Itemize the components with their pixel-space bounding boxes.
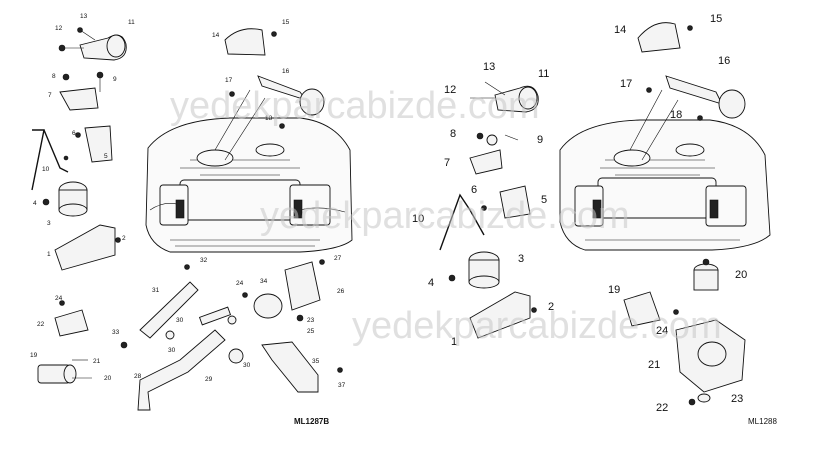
callout-15: 15 (282, 19, 290, 26)
callout-24b: 24 (236, 280, 244, 287)
callout-29: 29 (205, 376, 213, 383)
callout-r16: 16 (718, 55, 730, 67)
callout-2: 2 (122, 235, 126, 242)
callout-25: 25 (307, 328, 315, 335)
right-callout-labels: 13 11 12 8 9 7 6 5 10 3 4 2 1 14 15 16 1… (412, 13, 747, 414)
callout-21: 21 (93, 358, 101, 365)
left-part-14-bracket (214, 28, 325, 161)
callout-7: 7 (48, 92, 52, 99)
callout-12: 12 (55, 25, 63, 32)
callout-r17: 17 (620, 78, 632, 90)
right-part-14-bracket (629, 22, 746, 161)
callout-r1: 1 (451, 336, 457, 348)
left-part-19-mount (37, 359, 92, 384)
left-part-22-mount (54, 300, 89, 337)
callout-20: 20 (104, 375, 112, 382)
callout-r22: 22 (656, 402, 668, 414)
watermark-text: yedekparcabizde.com (352, 305, 722, 347)
callout-r9: 9 (537, 134, 543, 146)
left-part-7-bracket (59, 71, 104, 111)
callout-33: 32 (200, 257, 208, 264)
callout-23: 23 (307, 317, 315, 324)
right-part-1-bracket (469, 291, 537, 339)
callout-32: 31 (152, 287, 160, 294)
right-part-7-bracket (469, 132, 519, 175)
left-callout-labels: 13 12 11 8 9 7 6 5 10 4 3 2 1 24 22 19 2… (30, 13, 346, 389)
callout-r23: 23 (731, 393, 743, 405)
callout-r18: 18 (670, 109, 682, 121)
callout-36: 35 (312, 358, 320, 365)
callout-r12: 12 (444, 84, 456, 96)
callout-r13: 13 (483, 61, 495, 73)
callout-13: 13 (80, 13, 88, 20)
right-diagram: 13 11 12 8 9 7 6 5 10 3 4 2 1 14 15 16 1… (412, 13, 777, 426)
callout-r15: 15 (710, 13, 722, 25)
watermark-text: yedekparcabizde.com (170, 85, 540, 127)
left-part-26-mount (242, 259, 325, 319)
callout-3: 3 (47, 220, 51, 227)
callout-34: 33 (112, 329, 120, 336)
callout-24: 24 (55, 295, 63, 302)
right-part-21-mount (675, 319, 746, 406)
callout-19: 19 (30, 352, 38, 359)
right-diagram-code: ML1288 (748, 417, 777, 426)
left-part-3-mount (42, 181, 88, 217)
callout-30b: 30 (243, 362, 251, 369)
callout-r4: 4 (428, 277, 434, 289)
callout-r6: 6 (471, 184, 477, 196)
right-part-5-plate (481, 185, 531, 219)
left-engine-bay (145, 117, 353, 253)
callout-28: 28 (134, 373, 142, 380)
callout-8: 8 (52, 73, 56, 80)
left-part-1-bracket (54, 224, 121, 271)
callout-17: 17 (225, 77, 233, 84)
callout-r20: 20 (735, 269, 747, 281)
callout-31: 30 (176, 317, 184, 324)
left-part-28-bracket (137, 306, 244, 411)
callout-r19: 19 (608, 284, 620, 296)
callout-37: 37 (338, 382, 346, 389)
callout-30: 30 (168, 347, 176, 354)
watermarks: yedekparcabizde.com yedekparcabizde.com … (170, 85, 722, 347)
callout-r24: 24 (656, 325, 668, 337)
left-part-32-bar (120, 264, 199, 349)
callout-27: 27 (334, 255, 342, 262)
right-engine-bay (559, 119, 771, 251)
callout-10: 10 (42, 166, 50, 173)
left-diagram: 13 12 11 8 9 7 6 5 10 4 3 2 1 24 22 19 2… (30, 13, 353, 426)
callout-4: 4 (33, 200, 37, 207)
right-part-11-mount (470, 81, 539, 113)
callout-16: 16 (282, 68, 290, 75)
callout-r21: 21 (648, 359, 660, 371)
right-part-20-mount (693, 258, 719, 291)
callout-11: 11 (128, 19, 135, 26)
callout-26: 26 (337, 288, 345, 295)
callout-18: 18 (265, 115, 273, 122)
watermark-text: yedekparcabizde.com (260, 195, 630, 237)
left-diagram-code: ML1287B (294, 417, 329, 426)
callout-9: 9 (113, 76, 117, 83)
callout-r7: 7 (444, 157, 450, 169)
callout-r14: 14 (614, 24, 626, 36)
right-part-19-bracket (623, 291, 679, 327)
callout-35: 34 (260, 278, 268, 285)
callout-r3: 3 (518, 253, 524, 265)
left-part-36-bracket (261, 314, 343, 393)
callout-22: 22 (37, 321, 45, 328)
left-part-10-rod (31, 129, 69, 191)
callout-6: 6 (72, 130, 76, 137)
callout-r8: 8 (450, 128, 456, 140)
callout-r10: 10 (412, 213, 424, 225)
left-part-5-plate (75, 125, 113, 163)
callout-r5: 5 (541, 194, 547, 206)
callout-14: 14 (212, 32, 220, 39)
left-part-11-mount (58, 27, 127, 61)
callout-1: 1 (47, 251, 51, 258)
right-part-3-mount (448, 251, 500, 289)
callout-r11: 11 (538, 68, 549, 80)
right-part-10-rod (439, 193, 485, 251)
callout-5: 5 (104, 153, 108, 160)
callout-r2: 2 (548, 301, 554, 313)
